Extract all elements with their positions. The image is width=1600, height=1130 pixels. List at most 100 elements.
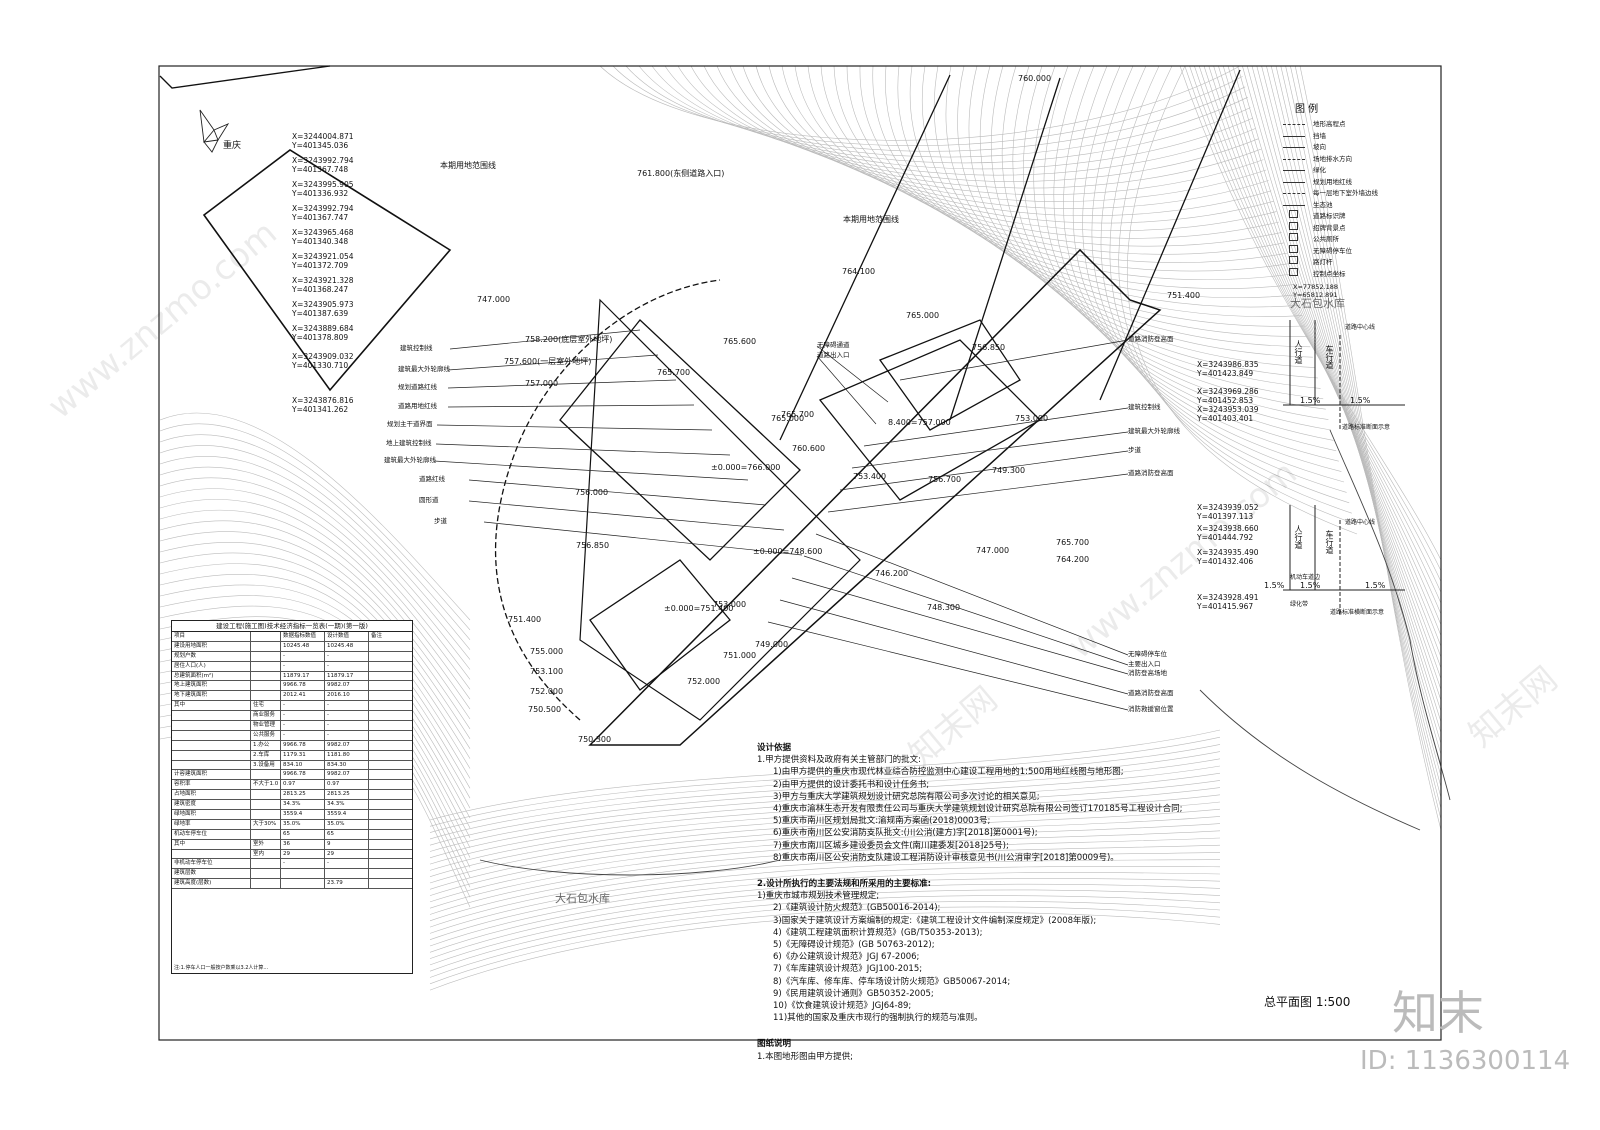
- contour-line: [429, 878, 1221, 953]
- leader-line: [483, 521, 803, 556]
- note-line: 2)由甲方提供的设计委托书和设计任务书;: [773, 779, 930, 790]
- coordinate-y: Y=401378.809: [292, 333, 349, 342]
- contour-line: [1126, 65, 1358, 535]
- contour-line: [1280, 65, 1442, 787]
- table-cell: 9982.07: [324, 681, 368, 691]
- legend-item: 每一层地下室外墙边线: [1313, 189, 1378, 197]
- coordinate-y: Y=401432.406: [1197, 557, 1254, 566]
- note-line: 8)《汽车库、修车库、停车场设计防火规范》GB50067-2014;: [773, 976, 1011, 987]
- contour-line: [159, 520, 471, 720]
- contour-line: [429, 772, 1221, 859]
- table-row: 商业服务网点--: [172, 711, 412, 722]
- table-cell: [250, 859, 280, 869]
- section2-sidewalk: 人行道: [1294, 525, 1303, 549]
- table-cell: [368, 879, 412, 889]
- elevation-label: 765.600: [723, 337, 757, 346]
- table-header-row: 项目数据指标数值设计数值备注: [172, 632, 412, 642]
- callout-label: 主要出入口: [1128, 660, 1161, 668]
- contour-line: [768, 65, 1274, 224]
- callout-label: 道路用地红线: [398, 402, 437, 410]
- table-cell: [368, 770, 412, 780]
- table-cell: [368, 800, 412, 810]
- callout-label: 步道: [1128, 446, 1141, 454]
- coordinate-x: X=3243939.052: [1197, 503, 1259, 512]
- contour-line: [979, 65, 1319, 379]
- note-line: 3)国家关于建筑设计方案编制的规定:《建筑工程设计文件编制深度规定》(2008年…: [773, 915, 1097, 926]
- elevation-label: 8.400=757.000: [888, 418, 951, 427]
- coordinate-x: X=3243905.973: [292, 300, 354, 309]
- table-cell: 29: [280, 849, 324, 859]
- table-cell: 23.79: [324, 879, 368, 889]
- table-cell: 10245.48: [280, 641, 324, 651]
- contour-line: [664, 65, 1254, 170]
- table-row: 建筑层数: [172, 869, 412, 880]
- coordinate-x: X=3243889.684: [292, 324, 354, 333]
- leader-line: [791, 577, 1129, 675]
- table-cell: 35.0%: [280, 819, 324, 829]
- elevation-label: 756.000: [575, 488, 609, 497]
- table-cell: -: [280, 730, 324, 740]
- table-cell: 其中: [174, 702, 186, 709]
- legend-symbol: [1283, 130, 1305, 137]
- contour-line: [1091, 65, 1347, 493]
- table-cell: 住宅: [250, 701, 280, 711]
- legend-item: 绿化: [1313, 166, 1326, 174]
- contour-line: [159, 531, 471, 730]
- contour-line: [1232, 65, 1442, 679]
- contour-line: [794, 65, 1280, 239]
- callout-label: 消防救援窗位置: [1128, 705, 1174, 713]
- table-cell: [250, 641, 280, 651]
- table-cell: 0.97: [324, 780, 368, 790]
- coordinate-x: X=3243928.491: [1197, 593, 1259, 602]
- leader-line: [436, 424, 713, 431]
- table-cell: 占地面积: [174, 791, 197, 798]
- city-label: 重庆: [223, 141, 242, 151]
- table-cell: [172, 741, 250, 750]
- table-cell: 绿地率: [174, 820, 191, 827]
- note-line: 7)《车库建筑设计规范》JGJ100-2015;: [773, 964, 923, 975]
- contour-line: [1256, 65, 1442, 733]
- leader-line: [447, 379, 677, 389]
- legend-symbol: [1289, 267, 1298, 276]
- table-cell: -: [280, 859, 324, 869]
- contour-line: [429, 794, 1221, 877]
- table-row: 建筑高度(层数)23.79: [172, 879, 412, 890]
- table-cell: 2016.10: [324, 691, 368, 701]
- callout-label: 规划主干道界面: [387, 420, 433, 428]
- table-cell: 2012.41: [280, 691, 324, 701]
- table-cell: [250, 800, 280, 810]
- table-cell: 建筑层数: [174, 870, 197, 877]
- coordinate-x: X=3243909.032: [292, 352, 354, 361]
- coordinate-y: Y=401387.639: [292, 309, 349, 318]
- table-cell: 9966.78: [280, 740, 324, 750]
- contour-line: [1100, 65, 1350, 504]
- callout-label: 无障碍停车位: [1128, 650, 1167, 658]
- leader-line: [899, 339, 1129, 381]
- elevation-label: 756.700: [928, 475, 962, 484]
- contour-line: [159, 477, 471, 680]
- table-cell: 9966.78: [280, 681, 324, 691]
- note-line: 5)《无障碍设计规范》(GB 50763-2012);: [773, 940, 935, 951]
- elevation-label: ±0.000=766.000: [711, 463, 781, 472]
- table-row: 公共服务用房--: [172, 730, 412, 741]
- notes-heading-3: 图纸说明: [757, 1039, 792, 1050]
- elevation-label: 761.800(东侧道路入口): [637, 169, 725, 178]
- elevation-label: 756.850: [972, 343, 1006, 352]
- table-cell: [172, 761, 250, 770]
- table-cell: 不大于1.0: [250, 780, 280, 790]
- table-cell: -: [280, 651, 324, 661]
- callout-label: 地上建筑控制线: [386, 439, 432, 447]
- contour-line: [690, 65, 1259, 182]
- elevation-label: 752.000: [687, 677, 721, 686]
- contour-line: [755, 65, 1272, 216]
- table-cell: [368, 641, 412, 651]
- coordinate-y: Y=401397.113: [1197, 512, 1254, 521]
- elevation-label: 751.400: [1167, 291, 1201, 300]
